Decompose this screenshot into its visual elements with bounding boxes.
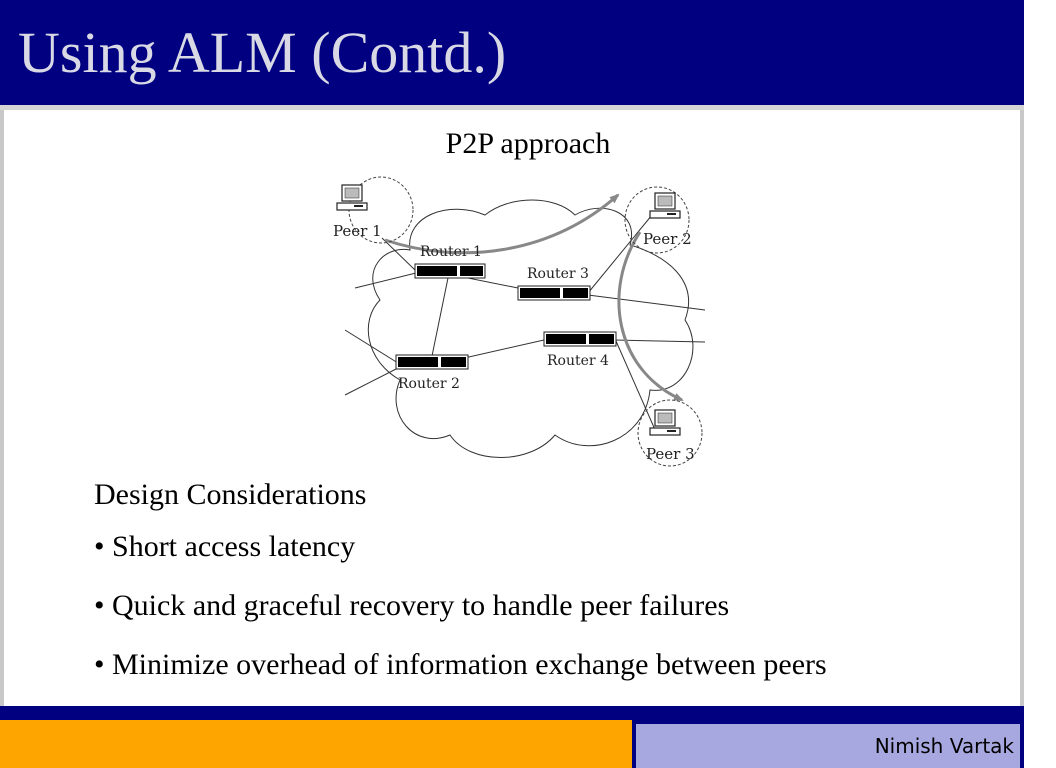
diagram-subtitle: P2P approach xyxy=(445,127,611,160)
computer-icon xyxy=(336,184,368,211)
footer-left-block xyxy=(0,720,632,768)
peer3-label: Peer 3 xyxy=(646,445,695,463)
multicast-path-arrow xyxy=(617,231,684,402)
peer2-link xyxy=(587,214,653,294)
bullet-item: • Minimize overhead of information excha… xyxy=(94,648,827,681)
peer2-circle xyxy=(624,186,690,254)
peer2-label: Peer 2 xyxy=(643,230,692,248)
left-border xyxy=(0,110,4,706)
computer-icon xyxy=(649,192,681,219)
router-icon xyxy=(414,263,486,279)
peer3-link xyxy=(615,340,657,433)
network-cloud xyxy=(367,199,694,458)
external-link xyxy=(614,339,706,343)
right-border xyxy=(1020,110,1024,706)
router-icon xyxy=(543,331,617,347)
bullet-item: • Short access latency xyxy=(94,530,356,563)
slide-title: Using ALM (Contd.) xyxy=(18,20,507,85)
router1-label: Router 1 xyxy=(420,244,482,260)
peer1-label: Peer 1 xyxy=(333,222,382,240)
peer1-link xyxy=(381,237,417,272)
router-icon xyxy=(517,285,591,301)
external-link xyxy=(344,367,399,396)
p2p-network-diagram: Peer 1 Peer 2 Peer 3 Router 1 Router 3 R… xyxy=(333,176,706,467)
external-link xyxy=(354,272,417,289)
router4-label: Router 4 xyxy=(547,353,609,369)
multicast-path-arrow xyxy=(384,193,620,255)
router3-label: Router 3 xyxy=(527,266,589,282)
section-heading: Design Considerations xyxy=(94,478,367,511)
footer-band xyxy=(0,706,1024,720)
external-link xyxy=(587,294,706,311)
computer-icon xyxy=(649,409,681,436)
header-bar xyxy=(0,0,1024,105)
header-divider xyxy=(0,105,1024,110)
peer3-circle xyxy=(637,399,703,467)
bullet-item: • Quick and graceful recovery to handle … xyxy=(94,589,730,622)
footer-author: Nimish Vartak xyxy=(874,734,1014,758)
router2-label: Router 2 xyxy=(398,376,460,392)
router-icon xyxy=(395,354,469,370)
router-link xyxy=(431,277,449,357)
external-link xyxy=(344,329,399,364)
footer-right-block xyxy=(636,724,1020,768)
